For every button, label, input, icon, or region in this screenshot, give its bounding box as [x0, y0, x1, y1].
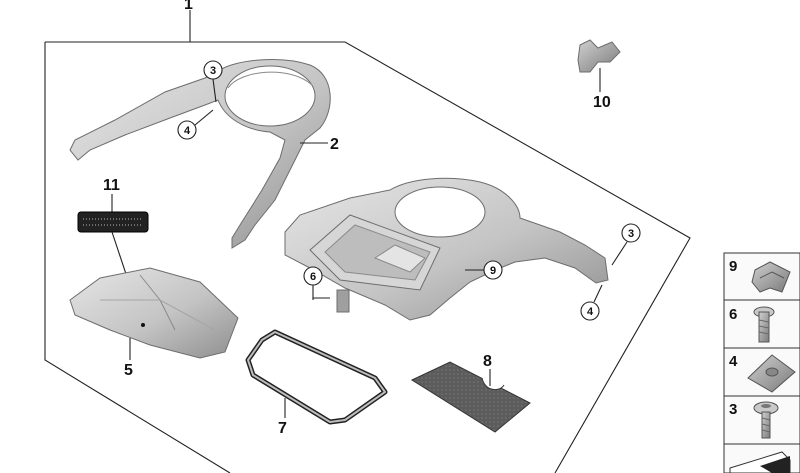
legend-row-clamp: 9 — [729, 258, 791, 293]
callout-11: 11 — [103, 177, 120, 194]
callout-10: 10 — [593, 94, 611, 111]
clip-nut-icon — [747, 354, 796, 393]
label-part: 11 — [77, 177, 149, 326]
legend-row-bolt: 6 — [729, 306, 775, 343]
bolt-icon — [753, 306, 775, 343]
legend-number-9: 9 — [729, 258, 737, 275]
bolt-callout: 6 — [303, 266, 330, 302]
screw-icon — [753, 401, 779, 439]
seal-frame-part: 7 — [245, 329, 388, 437]
callout-3-housing: 3 — [628, 228, 634, 240]
callout-9-housing: 9 — [490, 265, 496, 277]
callout-3b-circle — [621, 223, 641, 243]
cover-part: 5 — [69, 267, 239, 379]
callout-6-housing: 6 — [310, 271, 316, 283]
legend-row-screw: 3 — [729, 401, 779, 439]
callout-4b-circle — [580, 301, 600, 321]
callout-7: 7 — [278, 420, 287, 437]
connector-part: 10 — [577, 39, 621, 111]
legend-number-4: 4 — [729, 353, 738, 370]
callout-5: 5 — [124, 362, 133, 379]
callout-4-housing: 4 — [587, 306, 594, 318]
callout-2: 2 — [330, 136, 339, 153]
callout-4-circle — [177, 120, 197, 140]
callout-3-bracket: 3 — [210, 65, 216, 77]
arrow-strip-icon — [729, 451, 791, 473]
callout-1: 1 — [184, 0, 193, 13]
callout-8: 8 — [483, 353, 492, 370]
pad-part: 8 — [410, 353, 531, 433]
legend-number-6: 6 — [729, 306, 737, 323]
legend-number-3: 3 — [729, 401, 737, 418]
housing-part — [284, 177, 609, 321]
callout-9-circle — [483, 260, 503, 280]
legend-row-clip-nut: 4 — [729, 353, 796, 393]
bracket-part: 2 3 4 — [69, 59, 339, 249]
hardware-legend: 9 6 4 3 — [723, 252, 800, 473]
callout-4-bracket: 4 — [184, 125, 191, 137]
group-outline: 1 — [44, 0, 691, 473]
spring-clip-icon — [751, 261, 791, 293]
housing-right-callouts: 3 4 — [580, 223, 641, 321]
clamp-callout: 9 — [465, 260, 503, 280]
